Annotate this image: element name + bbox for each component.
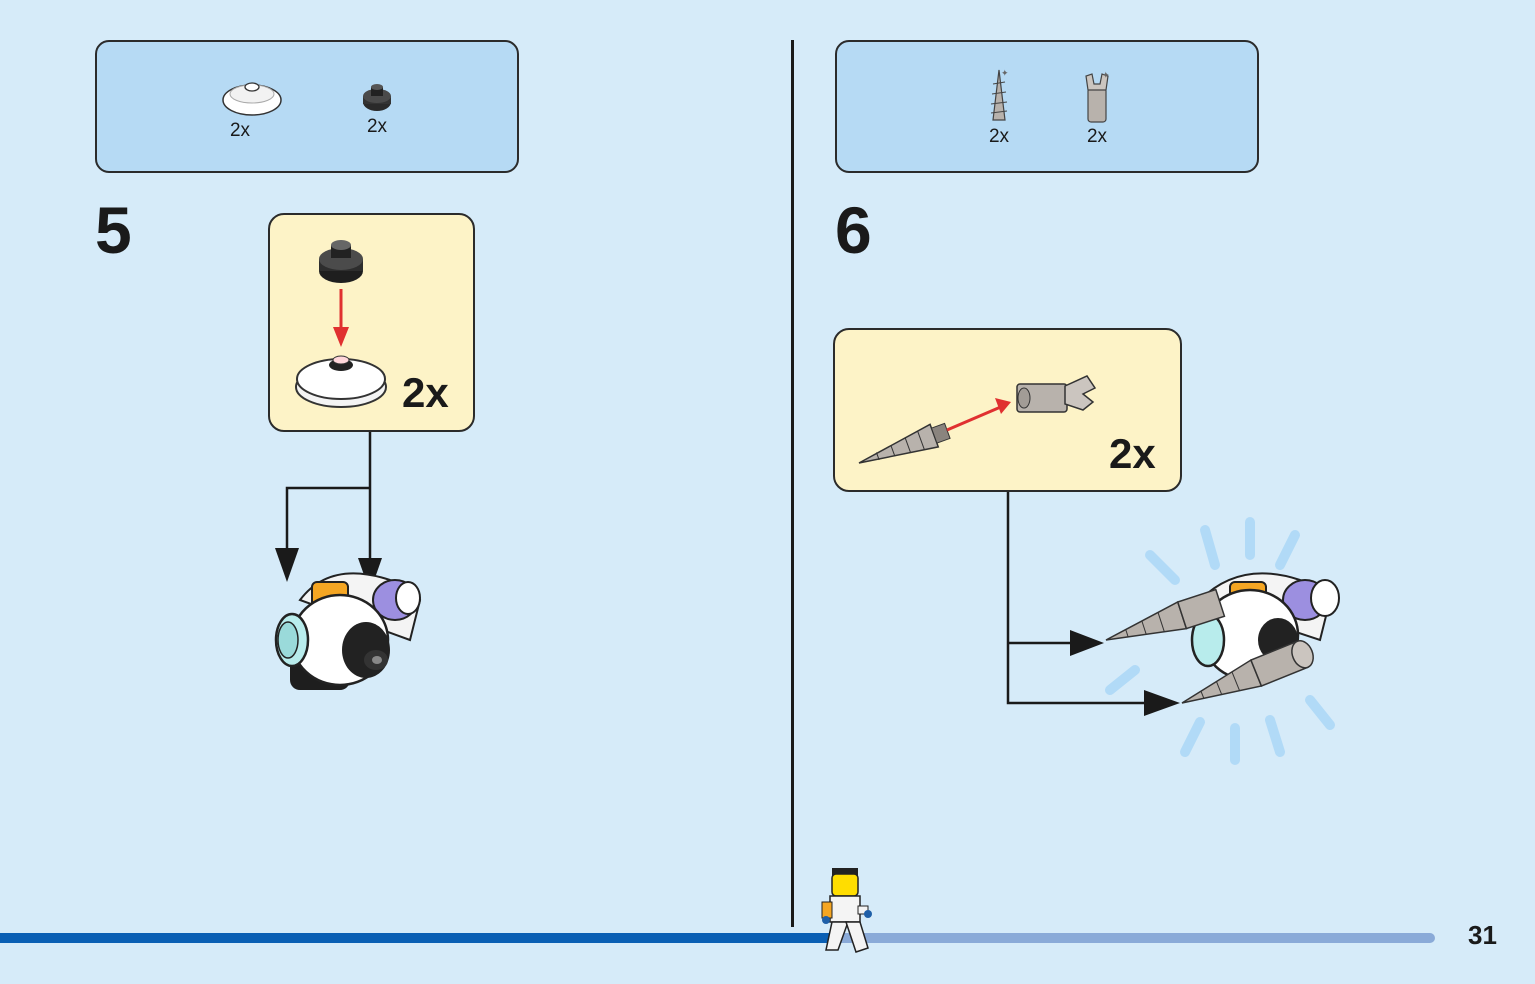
part-qty: 2x <box>988 126 1010 147</box>
subassembly-illustration <box>858 375 1097 464</box>
clip-connector-icon: ✦ <box>1085 70 1110 123</box>
part-drill-cone: ✦ 2x <box>959 68 1039 148</box>
round-plate-icon <box>363 84 391 111</box>
svg-text:✦: ✦ <box>1102 70 1110 80</box>
step-6-parts-list: ✦ 2x ✦ 2x <box>835 40 1259 173</box>
progress-bar-remaining <box>835 933 1435 943</box>
step-number: 5 <box>95 193 132 267</box>
callout-multiplier: 2x <box>1109 430 1156 477</box>
step-5-connector-arrows <box>285 432 372 562</box>
dish-icon <box>222 82 282 116</box>
drill-cone-icon: ✦ <box>990 68 1009 121</box>
page-number: 31 <box>1468 920 1497 950</box>
arrowhead <box>1070 630 1104 656</box>
step-5-model <box>274 572 422 690</box>
svg-text:✦: ✦ <box>1001 68 1009 78</box>
step-6-model <box>1105 572 1340 704</box>
glow-effect <box>1105 517 1335 765</box>
part-qty: 2x <box>229 120 251 141</box>
step-6-connector-arrows <box>1006 492 1160 705</box>
callout-multiplier: 2x <box>402 369 449 416</box>
step-6-subassembly-callout: 2x <box>833 328 1182 492</box>
progress-bar-completed <box>0 933 840 943</box>
minifigure-progress-marker <box>821 868 872 953</box>
part-white-dish: 2x <box>212 76 292 142</box>
part-black-round-plate: 2x <box>337 82 417 138</box>
arrowhead <box>275 548 299 582</box>
part-qty: 2x <box>366 116 388 137</box>
page-divider <box>791 40 794 927</box>
step-number: 6 <box>835 193 872 267</box>
subassembly-illustration <box>295 240 387 408</box>
step-5-subassembly-callout: 2x <box>268 213 475 432</box>
step-5-parts-list: 2x 2x <box>95 40 519 173</box>
part-qty: 2x <box>1086 126 1108 147</box>
arrowhead <box>1144 690 1180 716</box>
part-clip-connector: ✦ 2x <box>1057 68 1137 148</box>
